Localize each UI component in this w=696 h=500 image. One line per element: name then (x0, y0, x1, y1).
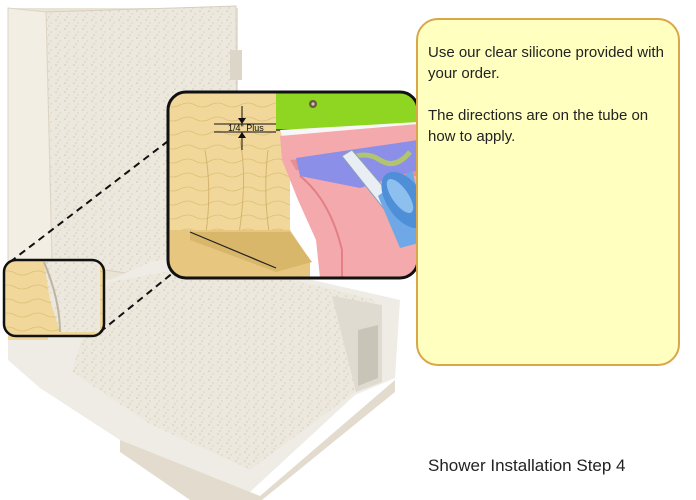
dimension-label: 1/4" Plus (228, 123, 264, 133)
instruction-line-1: Use our clear silicone provided with you… (428, 44, 664, 82)
shower-pan-base (8, 250, 400, 500)
step-caption: Shower Installation Step 4 (428, 456, 626, 475)
gap-dimension: 1/4" Plus (214, 106, 276, 150)
corner-detail-box (2, 258, 106, 338)
magnified-inset: 1/4" Plus (166, 90, 420, 280)
leader-lines (9, 137, 175, 333)
instruction-line-2: The directions are on the tube on how to… (428, 107, 649, 145)
instruction-callout: Use our clear silicone provided with you… (416, 18, 680, 366)
